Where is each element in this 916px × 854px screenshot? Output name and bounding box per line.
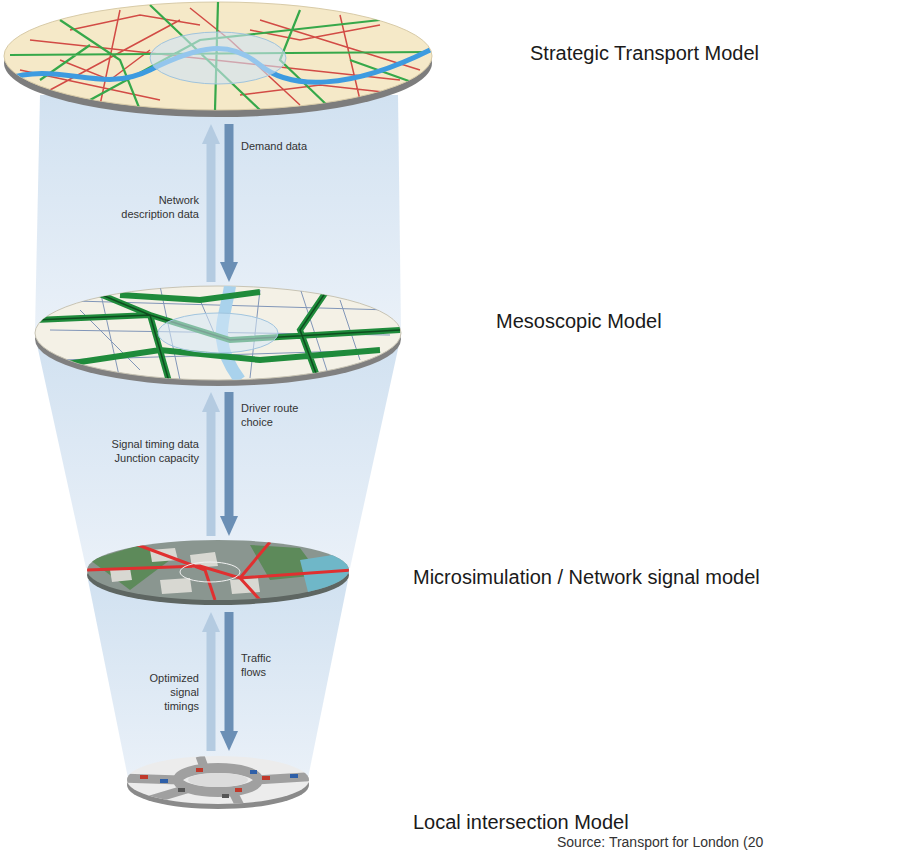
layer-title: Local intersection Model [413,810,629,834]
model-layer: Local intersection Model [125,754,311,810]
car [160,770,298,783]
major-road [35,286,400,385]
projection-cone [88,580,348,778]
model-layer: Strategic Transport Model [3,3,433,121]
road-centreline [35,286,400,385]
focus-area [158,313,278,353]
circulating-road [178,768,258,792]
flow-label: Driver route choice [241,402,311,430]
flow-label: Traffic flows [241,652,286,680]
flow-label: Optimized signal timings [137,672,199,713]
flow-label: Network description data [107,194,199,222]
modelled-road [85,542,352,600]
flow-arrow [207,404,216,536]
flow-arrow [207,136,216,282]
flow-arrow [207,624,216,751]
car [178,788,229,798]
major-road [10,2,430,110]
flow-arrow [225,124,234,270]
building [110,548,260,594]
focus-area [150,32,286,84]
flow-label: Demand data [241,140,321,154]
strategic-map-disc [4,2,432,110]
approach-road [120,756,320,806]
focus-area [180,562,240,582]
model-layer: Microsimulation / Network signal model [85,539,351,609]
source-note: Source: Transport for London (20 [557,834,763,850]
strategic-map-roads [4,2,430,110]
layer-title: Microsimulation / Network signal model [413,565,760,589]
layer-title: Mesoscopic Model [496,309,662,333]
aerial-photo [85,542,352,600]
water [300,552,352,600]
mesoscopic-map-roads [35,286,400,385]
central-island [188,773,248,787]
model-layer: Mesoscopic Model [33,285,403,389]
flow-label: Signal timing data Junction capacity [94,438,199,466]
layer-title: Strategic Transport Model [530,41,759,65]
roundabout [120,756,320,806]
flow-arrow [225,392,234,524]
flow-arrow [225,612,234,739]
